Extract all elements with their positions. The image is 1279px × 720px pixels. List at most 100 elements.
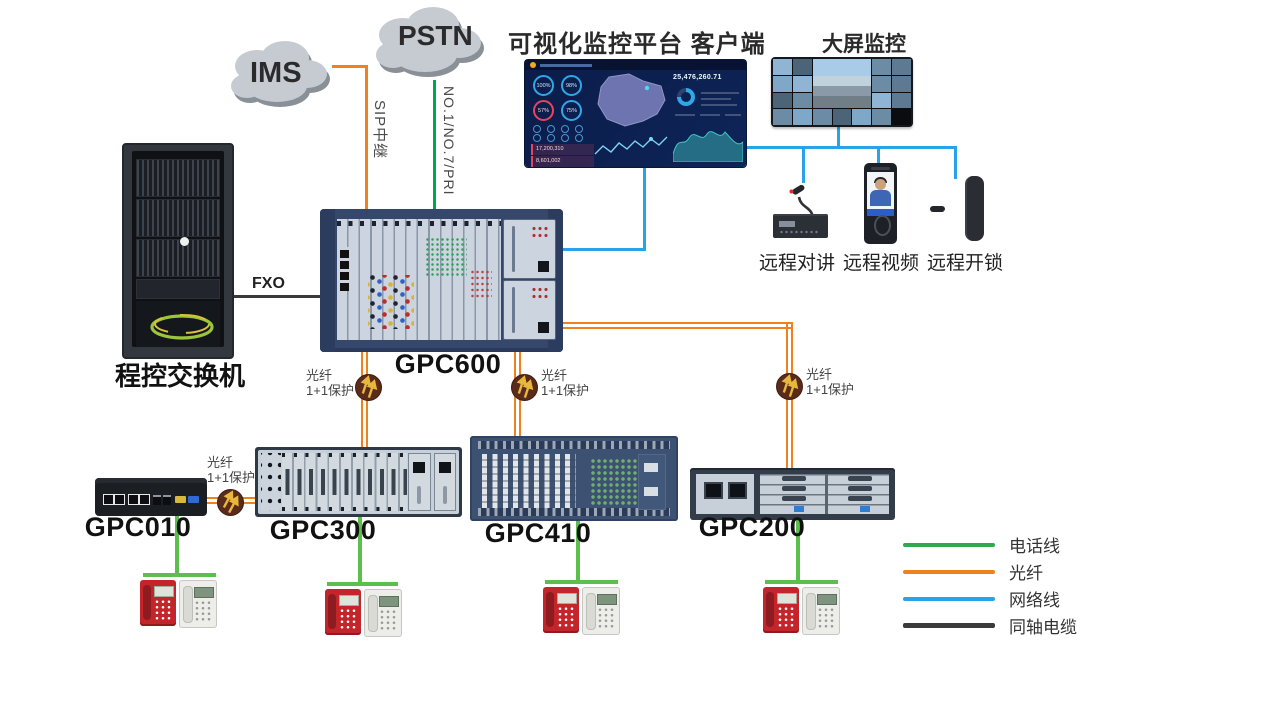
gpc300-chassis	[255, 447, 462, 517]
phone-line-gpc010-v	[175, 514, 179, 576]
gauge-ring-1: 100%	[533, 75, 554, 96]
cable-coil-icon	[150, 314, 214, 340]
dashboard-header-bar	[525, 60, 746, 70]
fiber-coupler-1	[355, 374, 382, 401]
sip-trunk-line-h	[332, 65, 368, 68]
legend-line-network	[903, 596, 995, 601]
fingerprint-reader	[874, 215, 891, 236]
network-line-right-h	[745, 146, 957, 149]
donut-chart	[677, 88, 695, 106]
legend-line-coax	[903, 623, 995, 628]
cloud-icon	[376, 7, 484, 77]
gpc300-label: GPC300	[269, 515, 377, 545]
pstn-trunk-line	[433, 80, 436, 210]
lock-handle	[930, 206, 945, 212]
legend-line-phone	[903, 542, 995, 547]
gpc300-dsub-connectors	[282, 469, 407, 495]
gpc300-power-modules	[406, 453, 456, 511]
gauge-ring-3: 57%	[533, 100, 554, 121]
rack-control-panel	[136, 279, 220, 299]
rack-shelf-1	[136, 159, 220, 197]
legend-row-network: 网络线	[903, 585, 1077, 612]
gpc600-chassis	[320, 209, 563, 352]
smart-door-lock	[930, 176, 988, 242]
pstn-cloud: PSTN	[372, 2, 490, 95]
remote-video-label: 远程视频	[842, 253, 919, 274]
cloud-icon	[231, 41, 330, 107]
gpc300-controller-card	[261, 453, 281, 511]
remote-unlock-label: 远程开锁	[926, 253, 1003, 274]
fiber-coupler-icon	[511, 374, 538, 401]
fiber-coupler-4	[217, 489, 244, 516]
pbx-rack	[122, 143, 234, 359]
gpc200-chassis	[690, 468, 895, 520]
gpc200-power-section	[696, 474, 754, 514]
phone-line-gpc200-t	[765, 580, 838, 584]
gpc010-sfp-yellow	[175, 496, 186, 503]
network-line-gpc600-h	[562, 248, 646, 251]
fiber-coupler-icon	[355, 374, 382, 401]
camera-strip	[871, 167, 890, 170]
rack-shelf-3	[136, 239, 220, 277]
line-chart-graphic	[594, 136, 668, 155]
legend-line-fiber	[903, 569, 995, 574]
terminal-screen	[867, 172, 894, 216]
red-telephone	[140, 580, 176, 626]
phone-line-gpc300-t	[327, 582, 398, 586]
phone-line-gpc010-t	[143, 573, 216, 577]
gpc600-rj45-ports	[340, 247, 349, 291]
rack-label: 程控交换机	[114, 361, 245, 391]
gpc410-chassis	[470, 436, 678, 521]
fiber-protection-label-4: 光纤 1+1保护	[207, 455, 256, 485]
phone-pair	[140, 580, 217, 628]
fxo-coax-line	[228, 295, 321, 298]
white-telephone	[802, 587, 840, 635]
network-line-dashboard-v	[643, 167, 646, 251]
fiber-link-gpc200-h	[562, 322, 793, 329]
monitoring-dashboard-screen: 100% 98% 57% 75% 17,200,310 8,601,002 25…	[525, 60, 746, 167]
video-intercom-terminal	[864, 163, 897, 244]
gpc410-dsub-connectors	[482, 454, 576, 508]
gpc410-terminal-blocks	[590, 458, 640, 506]
fiber-coupler-3	[776, 373, 803, 400]
gpc200-uplink-port	[860, 506, 870, 512]
dashboard-big-number: 25,476,260.71	[673, 74, 722, 81]
fiber-coupler-icon	[776, 373, 803, 400]
gpc200-label: GPC200	[698, 512, 806, 542]
lock-back-body	[965, 176, 984, 241]
gpc010-label: GPC010	[84, 512, 192, 542]
network-line-lock-drop	[954, 146, 957, 179]
fiber-protection-label-1: 光纤 1+1保护	[306, 368, 355, 398]
white-telephone	[364, 589, 402, 637]
phone-line-gpc200-v	[796, 519, 800, 583]
rack-cable-bay	[136, 301, 220, 347]
gpc600-control-section	[503, 219, 556, 340]
ims-cloud: IMS	[228, 35, 338, 125]
stat-box-1: 17,200,310	[531, 144, 594, 155]
phone-line-gpc410-v	[576, 519, 580, 583]
stat-box-2: 8,601,002	[531, 156, 594, 167]
dashboard-header-title-bar	[540, 63, 592, 67]
gpc410-interface-card	[638, 454, 666, 510]
lock-front-body	[942, 178, 958, 239]
network-line-video-drop	[877, 146, 880, 166]
mic-base	[773, 214, 828, 238]
gauge-ring-2: 98%	[561, 75, 582, 96]
phone-pair	[325, 589, 402, 637]
pstn-trunk-label: NO.1/NO.7/PRI	[441, 86, 457, 196]
legend: 电话线 光纤 网络线 同轴电缆	[903, 531, 1077, 639]
sip-trunk-line-v	[365, 65, 368, 210]
red-telephone	[543, 587, 579, 633]
dashboard-logo-icon	[530, 62, 536, 68]
legend-row-phone-line: 电话线	[903, 531, 1077, 558]
ims-label: IMS	[250, 57, 302, 89]
red-telephone	[763, 587, 799, 633]
video-wall-title: 大屏监控	[822, 33, 906, 56]
gpc010-sfp-blue	[188, 496, 199, 503]
gpc200-module-rows	[760, 474, 889, 514]
video-wall	[771, 57, 913, 127]
gpc410-label: GPC410	[484, 518, 592, 548]
pstn-label: PSTN	[398, 20, 473, 51]
network-line-intercom-drop	[802, 146, 805, 183]
gpc600-optical-modules	[368, 275, 414, 329]
